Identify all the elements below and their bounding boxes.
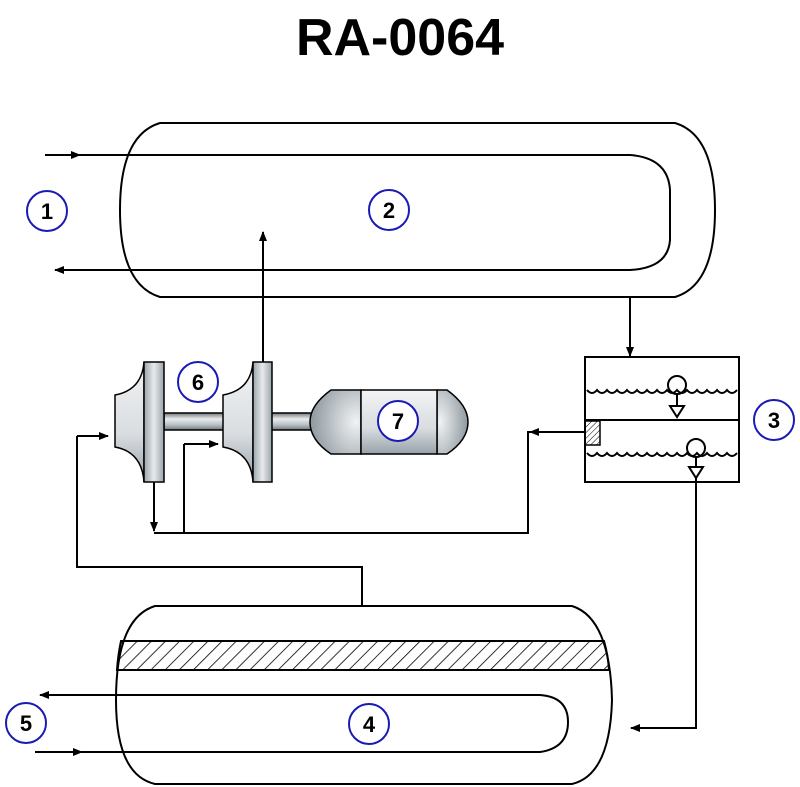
turbine-assembly <box>114 361 341 483</box>
callout-7-text: 7 <box>392 409 404 434</box>
shaft-segment-1 <box>163 412 229 431</box>
callout-3: 3 <box>753 399 795 441</box>
callout-2: 2 <box>368 189 410 231</box>
liquid-return-line <box>640 478 697 729</box>
turbine-stage-1-rotor <box>114 361 145 483</box>
liquid-level-lower <box>586 451 738 457</box>
callout-2-text: 2 <box>383 198 395 223</box>
lower-vessel <box>35 605 614 785</box>
callout-7: 7 <box>377 400 419 442</box>
callout-6: 6 <box>177 361 219 403</box>
filter-element <box>584 420 601 446</box>
float-valve-upper-icon <box>668 405 686 419</box>
float-valve-lower-icon <box>687 466 705 480</box>
diagram-title: RA-0064 <box>295 9 505 67</box>
upper-vessel <box>45 122 717 298</box>
turbine-stage-2-disk <box>252 361 273 483</box>
callout-4: 4 <box>348 703 390 745</box>
callout-5-text: 5 <box>20 711 32 736</box>
callout-1: 1 <box>26 190 68 232</box>
vapor-supply-line <box>76 436 363 606</box>
separator-tank <box>584 356 740 483</box>
turbine-stage-1-disk <box>143 361 165 483</box>
heat-exchange-layer <box>115 640 611 671</box>
callout-4-text: 4 <box>363 712 376 737</box>
callout-1-text: 1 <box>41 199 53 224</box>
upper-vessel-coil <box>45 154 671 271</box>
liquid-level-upper <box>586 388 738 394</box>
turbine-stage-2-rotor <box>222 361 254 483</box>
callout-3-text: 3 <box>768 408 780 433</box>
callout-5: 5 <box>5 702 47 744</box>
lower-vessel-coil <box>35 694 570 753</box>
callout-6-text: 6 <box>192 370 204 395</box>
